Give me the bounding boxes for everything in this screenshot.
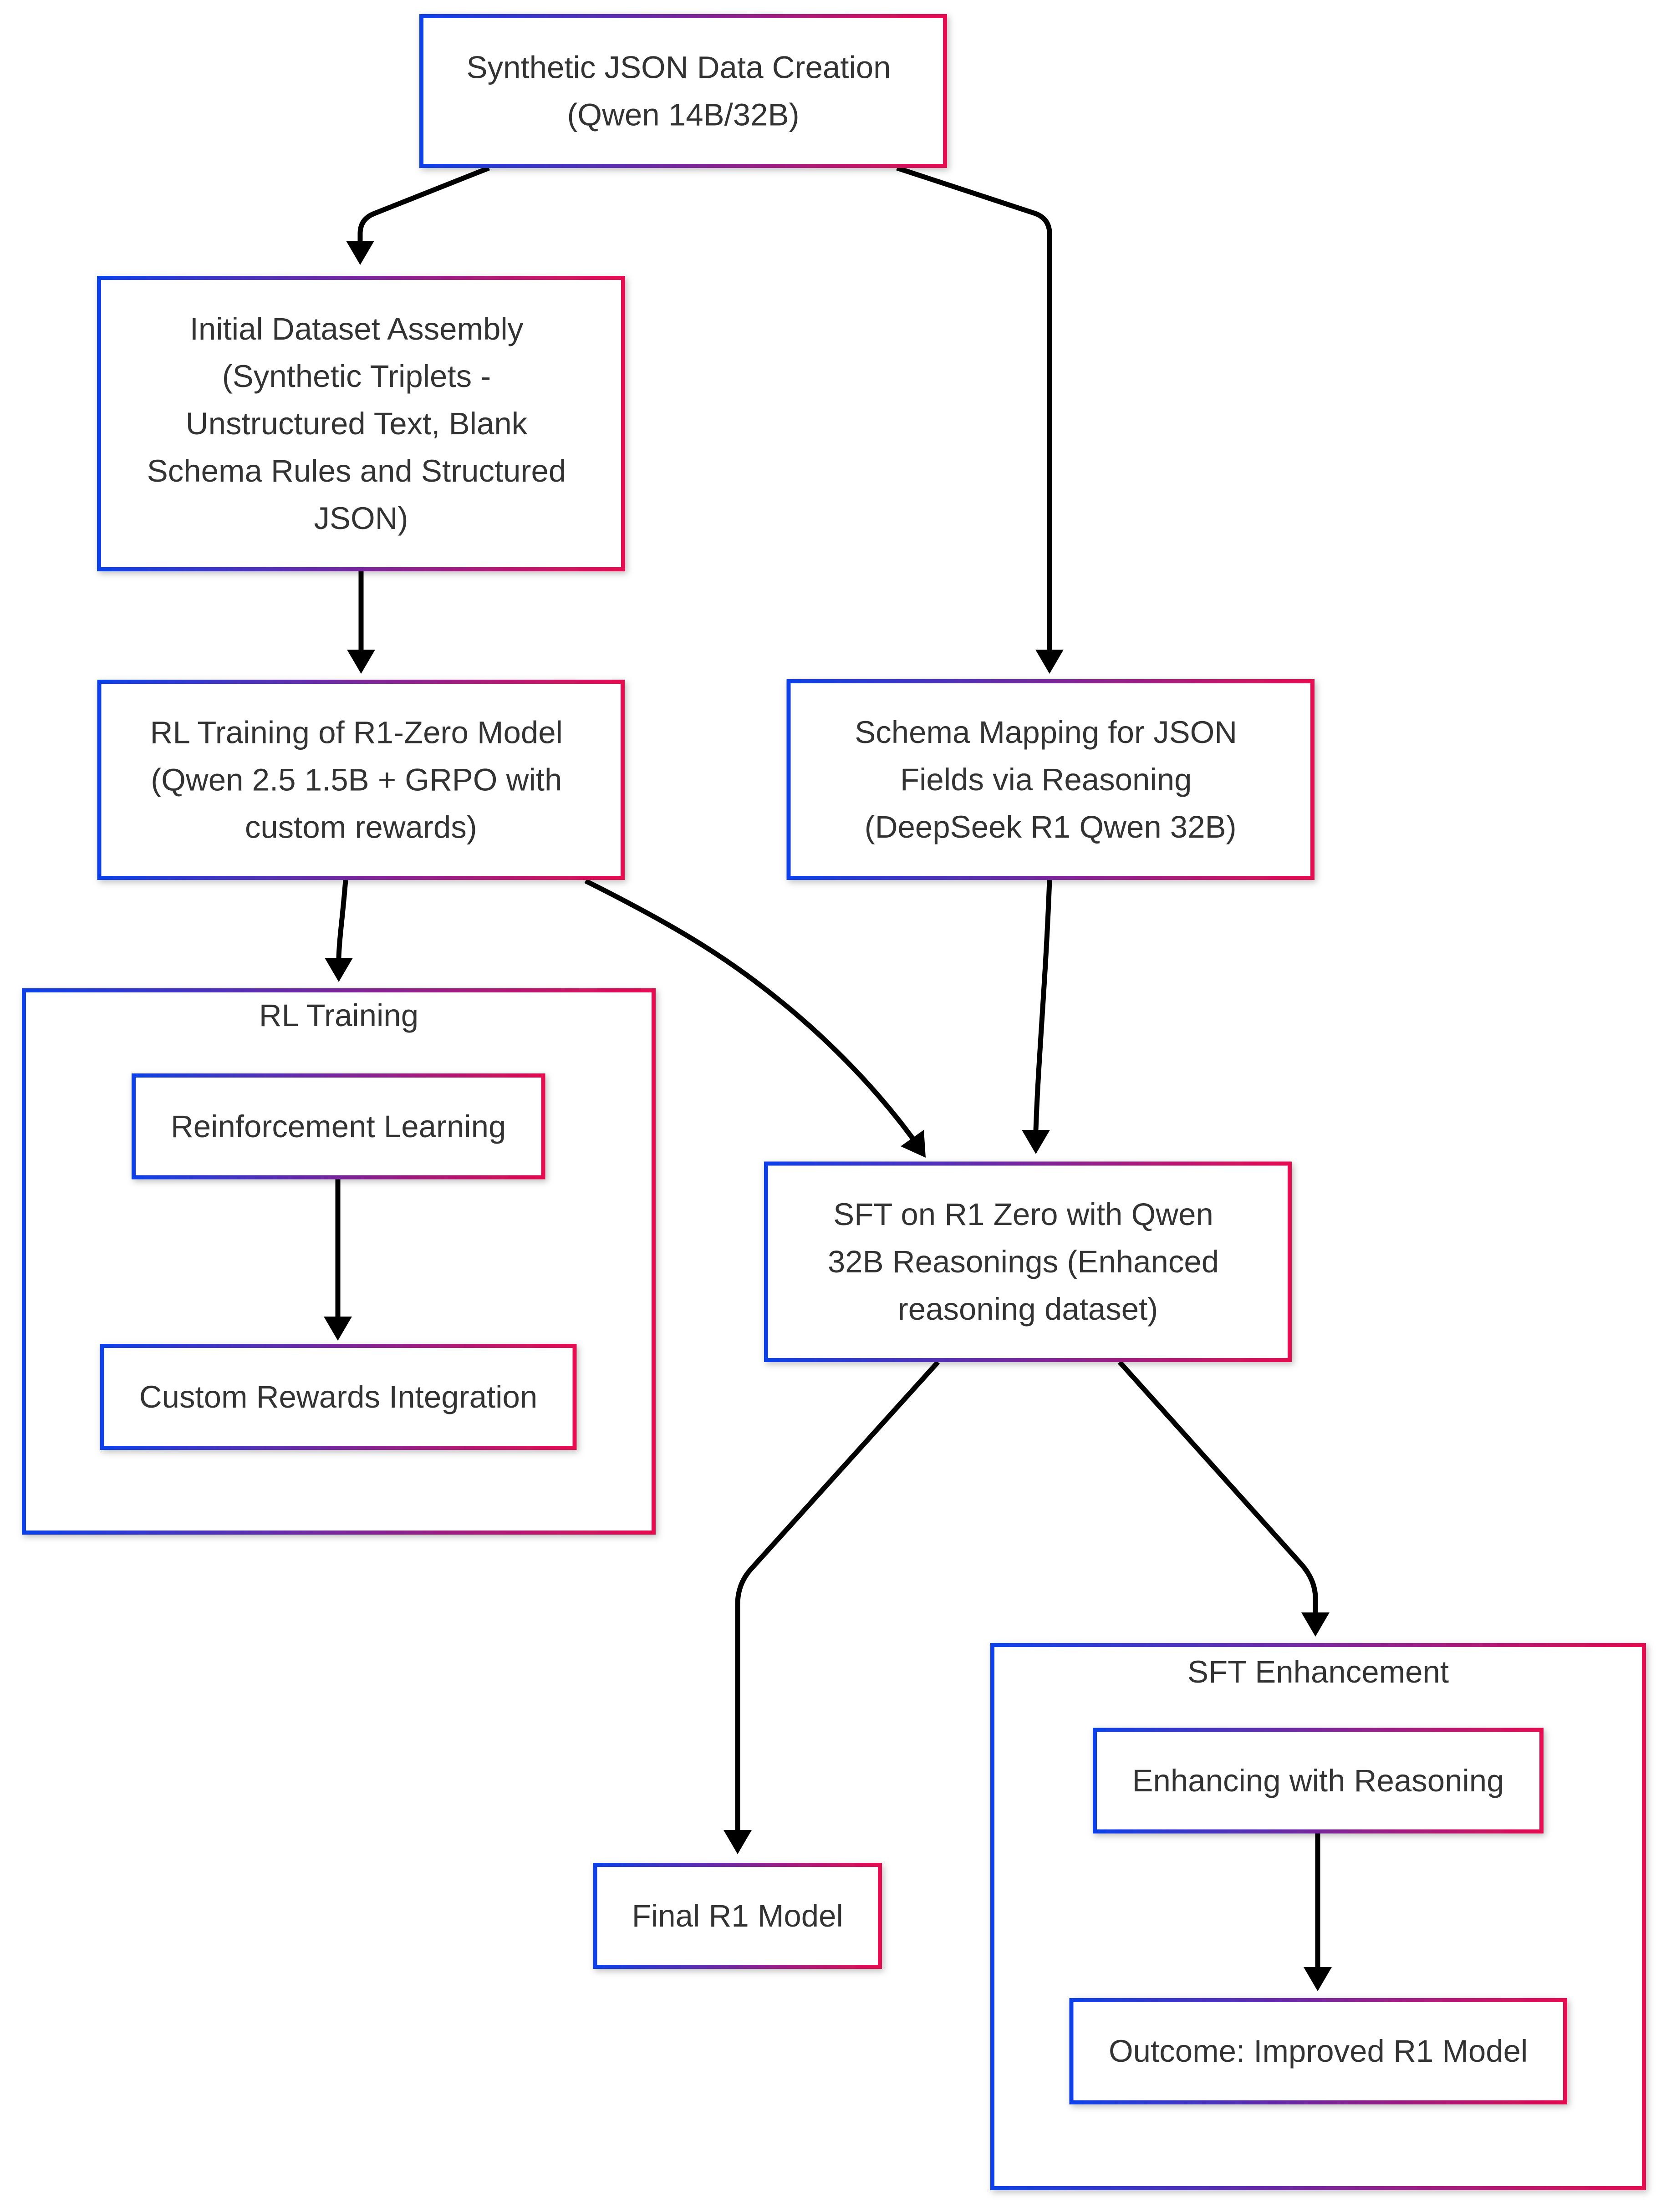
- svg-text:(Synthetic Triplets -: (Synthetic Triplets -: [222, 359, 491, 394]
- svg-text:reasoning dataset): reasoning dataset): [898, 1292, 1158, 1327]
- svg-text:Final R1 Model: Final R1 Model: [632, 1898, 843, 1933]
- svg-text:Outcome: Improved R1 Model: Outcome: Improved R1 Model: [1109, 2034, 1528, 2069]
- svg-text:Fields via Reasoning: Fields via Reasoning: [900, 762, 1192, 797]
- svg-text:SFT Enhancement: SFT Enhancement: [1187, 1654, 1449, 1689]
- svg-text:Enhancing with Reasoning: Enhancing with Reasoning: [1132, 1763, 1504, 1798]
- svg-text:(Qwen 2.5 1.5B + GRPO with: (Qwen 2.5 1.5B + GRPO with: [151, 763, 562, 798]
- svg-text:RL Training of R1-Zero Model: RL Training of R1-Zero Model: [150, 715, 563, 750]
- svg-text:Schema Mapping for JSON: Schema Mapping for JSON: [855, 715, 1237, 750]
- svg-text:Synthetic JSON Data Creation: Synthetic JSON Data Creation: [467, 50, 891, 85]
- svg-text:Schema Rules and Structured: Schema Rules and Structured: [147, 453, 566, 488]
- svg-text:(Qwen 14B/32B): (Qwen 14B/32B): [567, 97, 799, 132]
- svg-text:Unstructured Text, Blank: Unstructured Text, Blank: [186, 406, 528, 441]
- svg-text:32B Reasonings (Enhanced: 32B Reasonings (Enhanced: [828, 1244, 1219, 1279]
- svg-text:Initial Dataset Assembly: Initial Dataset Assembly: [190, 311, 524, 346]
- svg-text:JSON): JSON): [314, 501, 408, 536]
- svg-text:RL Training: RL Training: [259, 998, 418, 1033]
- svg-text:Custom Rewards Integration: Custom Rewards Integration: [139, 1379, 537, 1414]
- svg-text:custom rewards): custom rewards): [245, 810, 477, 845]
- svg-text:(DeepSeek R1 Qwen 32B): (DeepSeek R1 Qwen 32B): [865, 809, 1237, 844]
- svg-text:SFT on R1 Zero with Qwen: SFT on R1 Zero with Qwen: [833, 1197, 1213, 1232]
- svg-text:Reinforcement Learning: Reinforcement Learning: [171, 1109, 506, 1144]
